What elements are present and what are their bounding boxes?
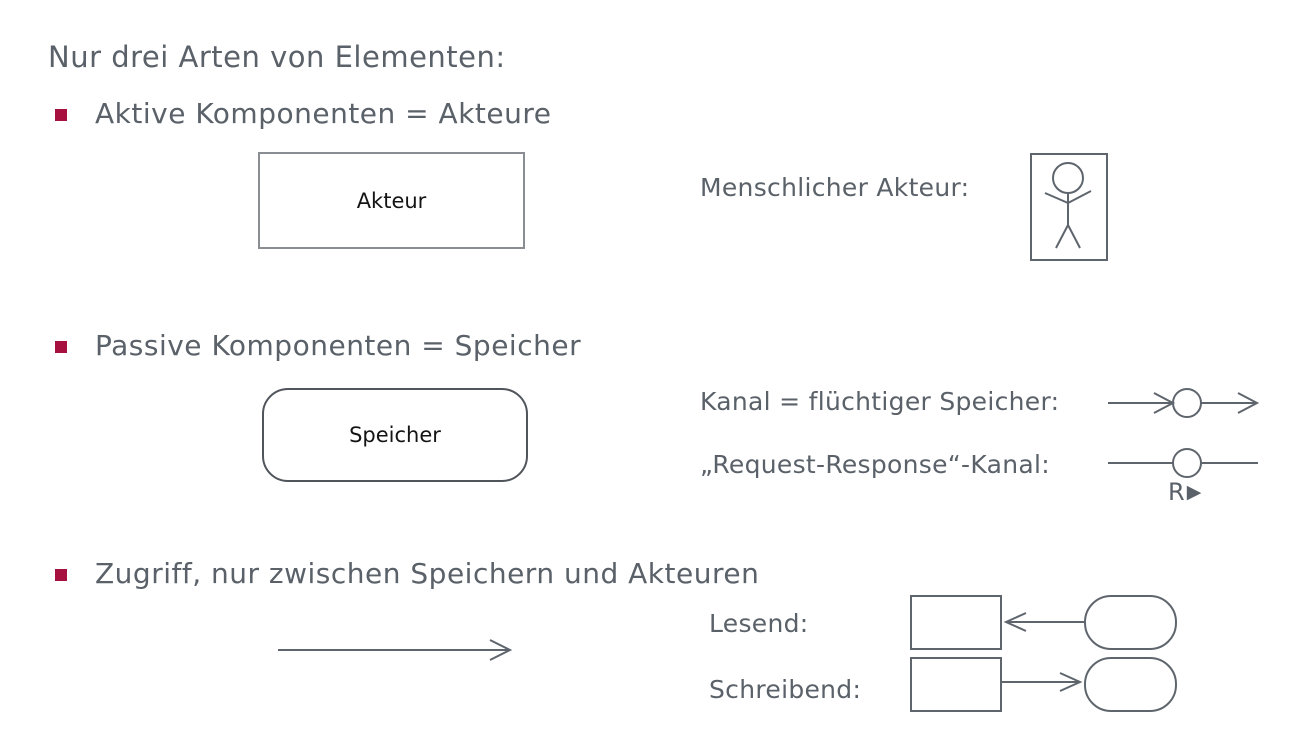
read-label: Lesend: <box>709 609 809 638</box>
read-store-shape <box>1084 595 1177 650</box>
store-shape-label: Speicher <box>349 423 441 447</box>
read-actor-shape <box>910 595 1002 650</box>
bullet-marker <box>55 109 67 121</box>
bullet-marker <box>55 569 67 581</box>
bullet-marker <box>55 341 67 353</box>
stick-figure-icon <box>1044 162 1092 249</box>
actor-shape-label: Akteur <box>356 188 427 213</box>
request-response-channel-icon <box>1108 448 1258 478</box>
write-actor-shape <box>910 657 1002 712</box>
page-title: Nur drei Arten von Elementen: <box>48 40 506 74</box>
bullet-item-passive-components: Passive Komponenten = Speicher <box>95 329 582 362</box>
write-store-shape <box>1084 657 1177 712</box>
actor-shape: Akteur <box>258 152 525 249</box>
bullet-item-active-components: Aktive Komponenten = Akteure <box>95 97 552 130</box>
write-label: Schreibend: <box>709 675 862 704</box>
read-arrow-icon <box>1003 612 1084 632</box>
request-marker: R▶ <box>1168 478 1201 506</box>
human-actor-box <box>1030 153 1108 261</box>
request-direction-icon: ▶ <box>1186 480 1202 503</box>
bullet-item-access: Zugriff, nur zwischen Speichern und Akte… <box>95 557 760 590</box>
write-arrow-icon <box>1002 672 1083 692</box>
channel-icon <box>1108 388 1260 418</box>
access-arrow-icon <box>278 639 513 661</box>
channel-label: Kanal = flüchtiger Speicher: <box>700 387 1060 416</box>
request-marker-letter: R <box>1168 478 1185 506</box>
human-actor-label: Menschlicher Akteur: <box>700 173 970 202</box>
request-response-channel-label: „Request-Response“-Kanal: <box>700 450 1050 479</box>
store-shape: Speicher <box>262 388 528 482</box>
